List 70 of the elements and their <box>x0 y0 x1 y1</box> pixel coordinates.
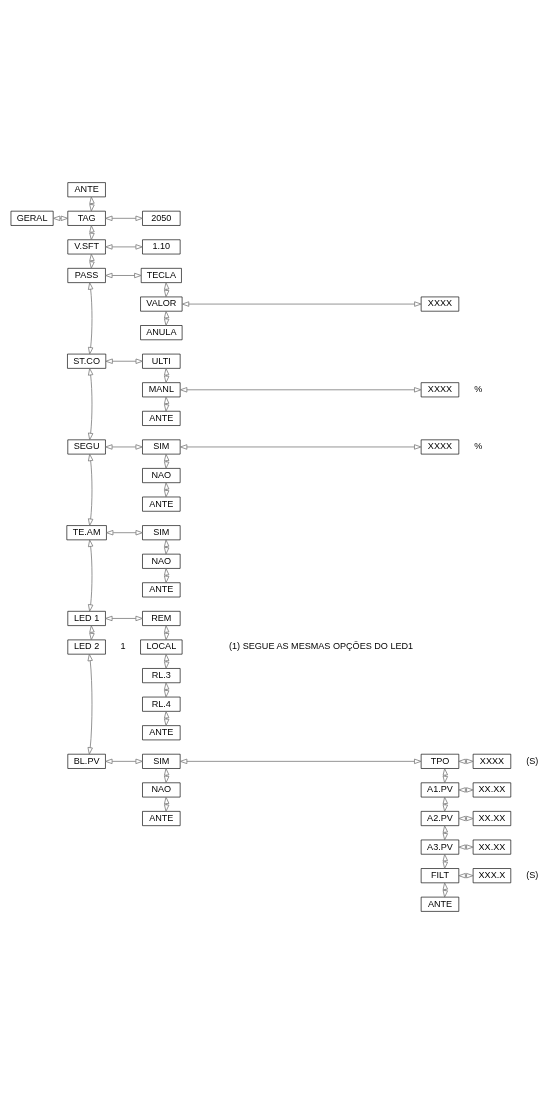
node-box: VALOR <box>140 296 183 312</box>
node-box: 2050 <box>142 210 181 226</box>
node-box: ANTE <box>142 724 181 740</box>
arrow <box>180 443 422 450</box>
node-box: TAG <box>67 210 106 226</box>
node-box: LED 1 <box>67 610 106 626</box>
node-box: LED 2 <box>67 639 106 654</box>
node-box: XXXX <box>420 296 460 312</box>
node-box: TECLA <box>140 267 182 283</box>
node-box: XX.XX <box>472 810 512 826</box>
node-box: ANULA <box>140 324 183 340</box>
node-box: XXXX <box>472 753 512 769</box>
node-box: GERAL <box>10 210 54 226</box>
node-box: ULTI <box>142 353 181 369</box>
label: (1) SEGUE AS MESMAS OPÇÕES DO LED1 <box>229 640 414 651</box>
node-box: SIM <box>142 524 181 540</box>
node-box: 1.10 <box>142 238 181 254</box>
node-box: ST.CO <box>67 353 107 369</box>
node-box: TE.AM <box>66 524 107 540</box>
node-box: NAO <box>142 781 181 797</box>
node-box: XXXX <box>420 439 460 454</box>
arrow <box>87 653 93 754</box>
arrow <box>105 443 143 450</box>
arrow <box>181 300 422 307</box>
node-box: XX.XX <box>472 781 512 797</box>
node-box: PASS <box>67 267 106 283</box>
arrow <box>88 539 94 612</box>
arrow <box>105 215 143 221</box>
arrow <box>88 453 94 526</box>
node-box: SIM <box>142 753 181 769</box>
node-box: XXXX <box>420 381 460 397</box>
arrow <box>105 272 142 278</box>
arrow <box>105 615 143 621</box>
node-box: ANTE <box>420 896 460 912</box>
node-label: % <box>474 440 483 451</box>
arrow <box>105 358 143 364</box>
node-box: A3.PV <box>420 839 460 855</box>
node-box: RL.4 <box>142 696 181 712</box>
node-box: ANTE <box>67 181 106 197</box>
node-box: RL.3 <box>142 667 181 683</box>
node-box: A2.PV <box>420 810 460 826</box>
node-box: TPO <box>420 753 460 769</box>
node-box: ANTE <box>142 410 181 426</box>
arrow <box>88 367 94 440</box>
node-box: BL.PV <box>67 753 106 769</box>
arrow <box>106 529 143 535</box>
node-box: ANTE <box>142 581 181 597</box>
arrow <box>105 758 143 764</box>
node-box: REM <box>142 610 181 626</box>
node-box: SIM <box>142 439 181 454</box>
arrow <box>180 758 422 764</box>
node-box: NAO <box>142 467 181 483</box>
node-label: (S) <box>526 869 539 880</box>
node-box: XX.XX <box>472 839 512 855</box>
node-box: ANTE <box>142 496 181 512</box>
arrow <box>180 386 422 392</box>
node-box: A1.PV <box>420 781 460 797</box>
node-label: % <box>474 383 483 394</box>
node-box: MANL <box>142 381 181 397</box>
node-box: XXX.X <box>472 867 512 883</box>
node-label: (S) <box>526 755 539 766</box>
node-label: 1 <box>120 640 126 651</box>
node-box: LOCAL <box>140 639 183 654</box>
arrow <box>105 243 143 250</box>
node-box: NAO <box>142 553 181 569</box>
node-box: ANTE <box>142 810 181 826</box>
node-box: SEGU <box>67 439 106 454</box>
node-box: FILT <box>420 867 460 883</box>
arrow <box>88 281 94 354</box>
node-box: V.SFT <box>67 238 106 254</box>
